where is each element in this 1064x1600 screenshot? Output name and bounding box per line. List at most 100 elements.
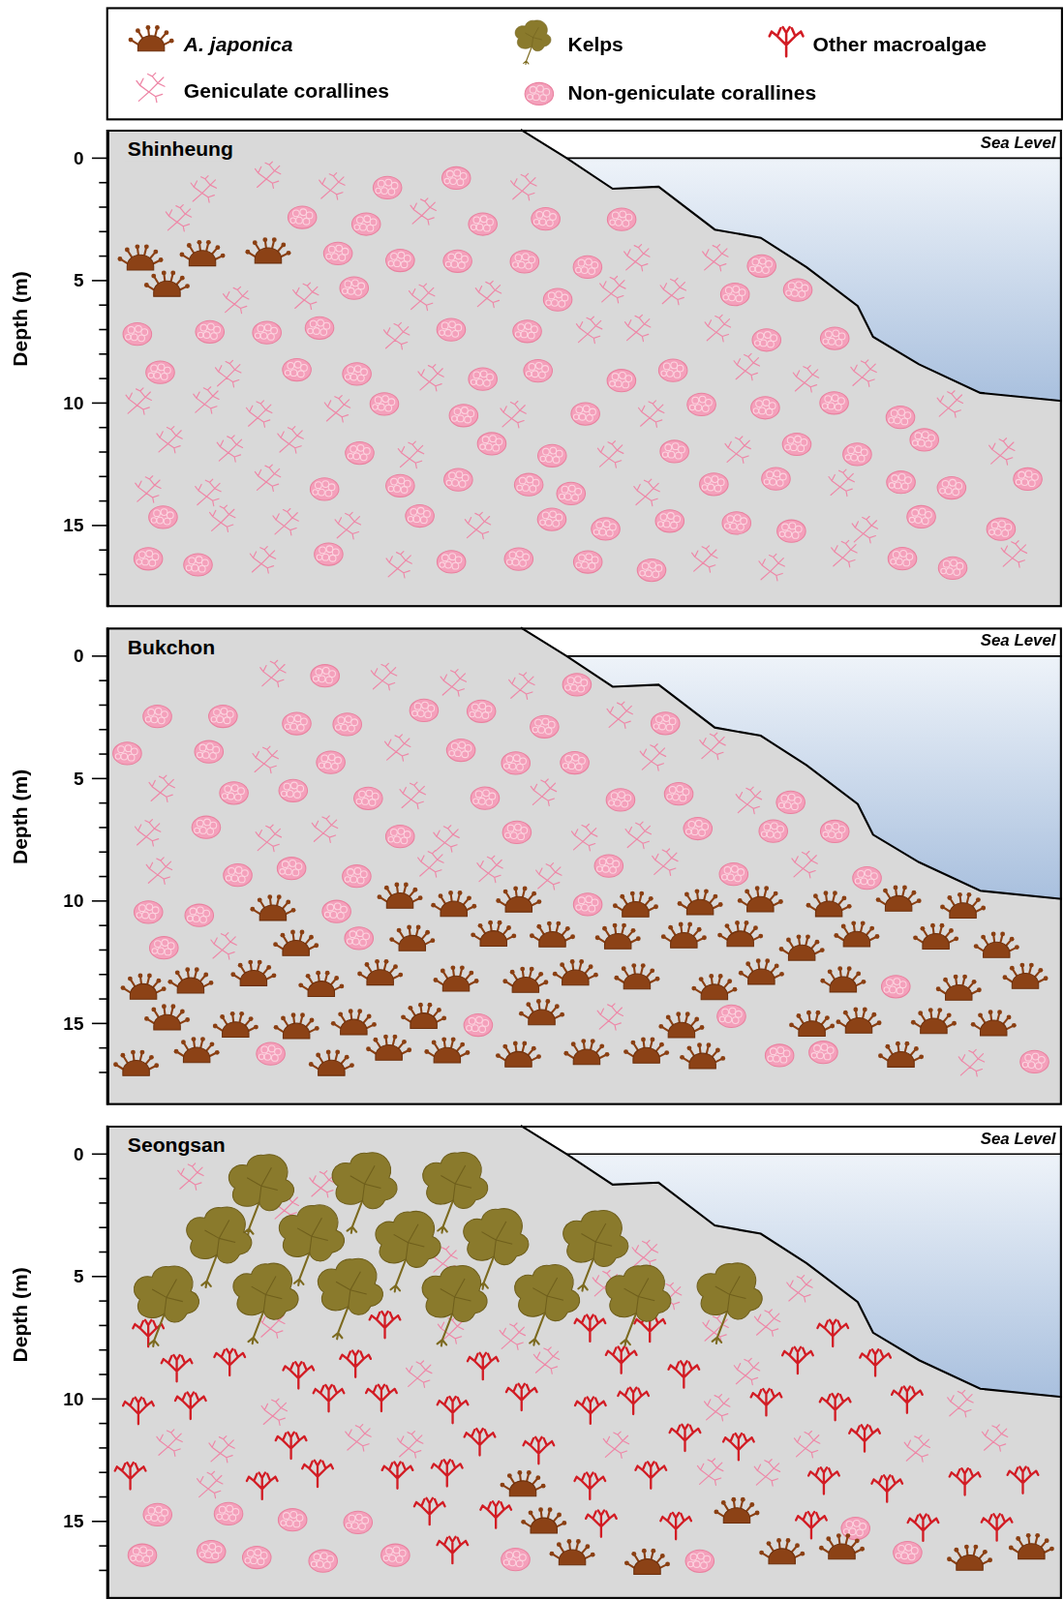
depth-tick-label: 10 [62, 1388, 84, 1410]
depth-tick [98, 304, 107, 306]
non-geniculate-coralline [852, 867, 882, 890]
geniculate-coralline [261, 1398, 287, 1426]
geniculate-coralline [652, 849, 678, 876]
depth-tick [98, 998, 107, 1001]
depth-tick-label: 5 [73, 767, 85, 790]
geniculate-coralline [197, 1471, 223, 1498]
non-geniculate-coralline [463, 1013, 493, 1036]
non-geniculate-coralline [304, 316, 335, 339]
air-area [520, 627, 1063, 657]
geniculate-coralline [947, 1390, 973, 1417]
geniculate-coralline [571, 823, 597, 851]
geniculate-coralline [759, 553, 785, 580]
geniculate-coralline [406, 1361, 432, 1388]
geniculate-coralline [500, 401, 526, 428]
geniculate-coralline [634, 479, 660, 506]
a-japonica-symbol [623, 1036, 669, 1064]
depth-tick [91, 778, 108, 781]
macroalga-symbol [891, 1386, 923, 1413]
non-geniculate-coralline [885, 406, 915, 429]
non-geniculate-coralline [316, 751, 346, 774]
depth-tick [91, 279, 108, 282]
depth-tick-label: 5 [73, 270, 85, 292]
macroalga-symbol [282, 1362, 314, 1389]
geniculate-coralline [692, 546, 718, 573]
a-japonica-symbol [118, 243, 164, 271]
non-geniculate-coralline [543, 288, 573, 311]
legend-text: Geniculate corallines [183, 79, 390, 103]
a-japonica-symbol [552, 959, 599, 986]
geniculate-coralline [319, 173, 345, 200]
non-geniculate-coralline [658, 359, 688, 382]
a-japonica-symbol [212, 1011, 259, 1038]
depth-tick [91, 1520, 108, 1523]
non-geniculate-coralline [820, 327, 850, 350]
legend-symbol [515, 20, 551, 65]
macroalga-symbol [369, 1311, 401, 1338]
a-japonica-symbol [244, 237, 291, 264]
a-japonica-symbol [377, 882, 424, 910]
geniculate-coralline [536, 863, 562, 890]
kelp-symbol [317, 1258, 383, 1339]
non-geniculate-coralline [937, 476, 967, 499]
seabed-ground [107, 627, 1063, 1105]
kelp-symbol [697, 1263, 762, 1344]
depth-tick-label: 0 [73, 147, 85, 169]
geniculate-coralline [851, 516, 878, 544]
geniculate-coralline [324, 395, 350, 423]
depth-tick-label: 10 [62, 890, 84, 912]
a-japonica-symbol [833, 920, 880, 947]
non-geniculate-coralline [538, 444, 568, 467]
non-geniculate-coralline [345, 441, 375, 464]
macroalga-symbol [213, 1349, 245, 1376]
a-japonica-symbol [820, 966, 866, 993]
geniculate-coralline [793, 1431, 820, 1459]
geniculate-coralline [660, 277, 686, 304]
a-japonica-symbol [835, 1007, 882, 1034]
geniculate-coralline [733, 1358, 760, 1385]
sea-level-line [566, 655, 1063, 658]
non-geniculate-coralline [470, 787, 500, 810]
coastline [520, 129, 1063, 401]
macroalga-symbol [820, 1394, 852, 1421]
macroalga-symbol [669, 1425, 701, 1452]
non-geniculate-coralline [443, 249, 473, 273]
macroalga-symbol [313, 1385, 345, 1412]
geniculate-coralline [597, 441, 623, 468]
kelp-symbol [233, 1263, 299, 1344]
a-japonica-symbol [658, 1011, 704, 1038]
geniculate-coralline [210, 505, 236, 532]
macroalga-symbol [506, 1384, 538, 1411]
geniculate-coralline [383, 322, 409, 349]
non-geniculate-coralline [560, 751, 590, 774]
non-geniculate-coralline [323, 242, 353, 265]
non-geniculate-coralline [150, 937, 180, 960]
depth-tick [98, 353, 107, 356]
geniculate-coralline [509, 672, 535, 700]
site-name: Seongsan [125, 1133, 228, 1157]
non-geniculate-coralline [436, 550, 466, 574]
depth-tick [98, 1545, 107, 1548]
geniculate-coralline [499, 1323, 525, 1350]
a-japonica-symbol [819, 1533, 865, 1560]
non-geniculate-coralline [184, 904, 214, 927]
depth-tick [98, 1047, 107, 1050]
non-geniculate-coralline [893, 1541, 923, 1564]
non-geniculate-coralline [477, 432, 507, 456]
depth-tick [98, 876, 107, 879]
kelp-symbol [332, 1153, 397, 1234]
non-geniculate-coralline [149, 506, 179, 529]
non-geniculate-coralline [209, 704, 239, 728]
non-geniculate-coralline [687, 393, 717, 416]
geniculate-coralline [209, 1436, 235, 1463]
depth-tick [98, 500, 107, 503]
geniculate-coralline [146, 857, 172, 884]
non-geniculate-coralline [333, 713, 363, 736]
depth-tick [98, 377, 107, 380]
a-japonica-symbol [495, 1040, 542, 1067]
legend-text: Other macroalgae [813, 32, 987, 57]
panel-art [91, 129, 1063, 608]
macroalga-symbol [437, 1537, 469, 1564]
a-japonica-symbol [433, 965, 480, 992]
non-geniculate-coralline [699, 473, 730, 496]
